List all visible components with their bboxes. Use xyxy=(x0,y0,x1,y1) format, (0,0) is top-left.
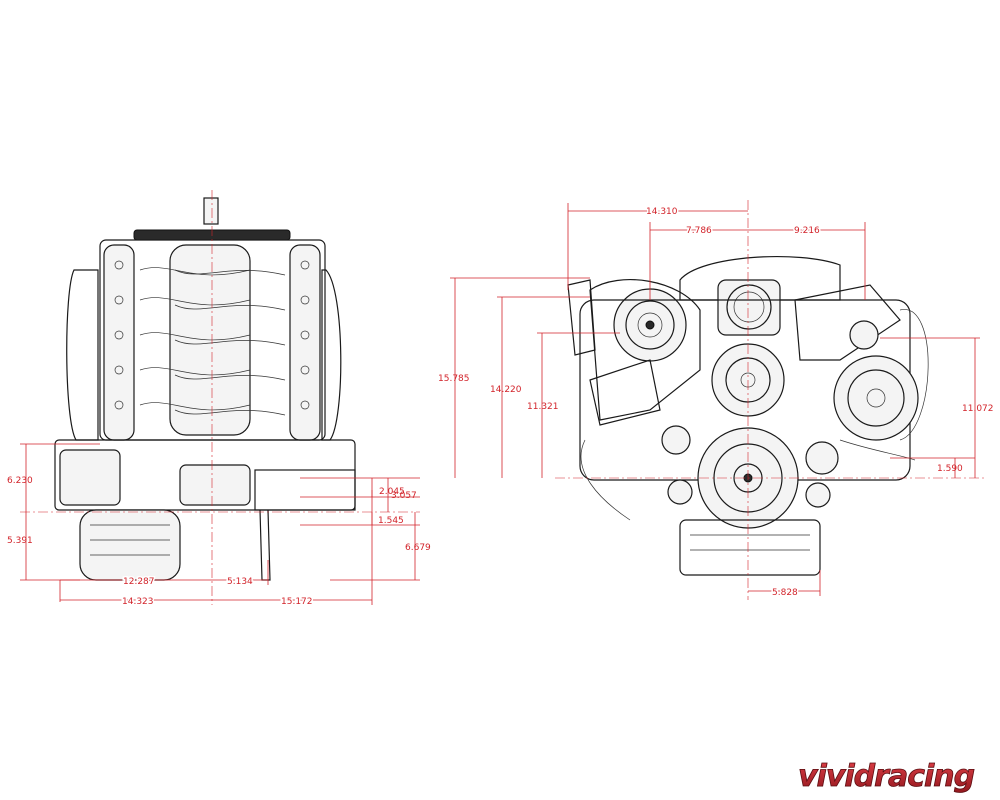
dim-7-786: 7.786 xyxy=(686,226,712,236)
front-view-dimensions: 14.310 7.786 9.216 15.785 14.220 11.321 … xyxy=(438,200,994,600)
vividracing-logo: vividracing xyxy=(798,759,976,795)
dim-6-679: 6.679 xyxy=(405,543,431,553)
dim-11-072: 11.072 xyxy=(962,404,994,414)
dim-9-216: 9.216 xyxy=(794,226,820,236)
dim-14-310: 14.310 xyxy=(646,207,678,217)
dim-1-590: 1.590 xyxy=(937,464,963,474)
dim-1-545: 1.545 xyxy=(378,516,404,526)
dim-5-134: 5.134 xyxy=(227,577,253,587)
top-view-engine xyxy=(54,197,356,581)
dim-5-828: 5.828 xyxy=(772,588,798,598)
dim-14-220: 14.220 xyxy=(490,385,522,395)
top-view-dimensions: 6.230 5.391 12.287 5.134 14.323 15.172 2… xyxy=(7,190,431,609)
dim-2-045: 2.045 xyxy=(379,487,405,497)
dim-14-323: 14.323 xyxy=(122,597,154,607)
dim-12-287: 12.287 xyxy=(123,577,155,587)
dim-15-172: 15.172 xyxy=(281,597,313,607)
dim-5-391: 5.391 xyxy=(7,536,33,546)
svg-text:vividracing: vividracing xyxy=(798,759,975,794)
dim-6-230: 6.230 xyxy=(7,476,33,486)
dim-3-057: 3.057 xyxy=(391,491,417,501)
dim-15-785: 15.785 xyxy=(438,374,470,384)
dim-11-321: 11.321 xyxy=(527,402,559,412)
